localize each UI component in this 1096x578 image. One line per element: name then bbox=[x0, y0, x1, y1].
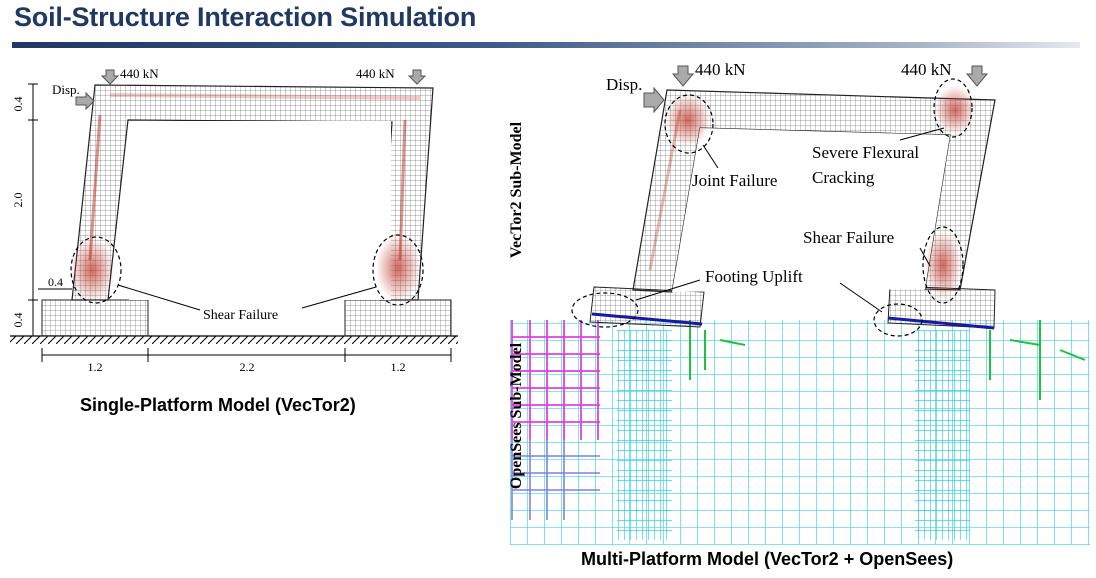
right-load-label: 440 kN bbox=[356, 66, 395, 81]
dim-label-inner: 0.4 bbox=[48, 275, 63, 289]
left-shear-ellipse bbox=[70, 236, 122, 304]
left-frame-opening bbox=[129, 121, 391, 300]
right-footing bbox=[344, 299, 452, 337]
right-fig-disp-label: Disp. bbox=[606, 75, 642, 94]
flexural-ellipse bbox=[933, 78, 973, 138]
right-column-crack bbox=[398, 119, 407, 261]
left-load-label: 440 kN bbox=[120, 66, 159, 81]
left-load-arrow bbox=[100, 69, 120, 85]
right-load-arrow bbox=[407, 69, 427, 85]
right-fig-right-load-arrow bbox=[965, 65, 989, 87]
soil-violet-grid bbox=[511, 440, 600, 520]
shear-leader bbox=[919, 247, 931, 267]
dim-label-v1: 0.4 bbox=[11, 97, 25, 112]
right-interface-nodes bbox=[887, 316, 995, 330]
title-underline bbox=[12, 42, 1080, 48]
left-interface-nodes bbox=[591, 312, 703, 326]
right-shear-ellipse bbox=[372, 234, 424, 306]
shear-failure-label: Shear Failure bbox=[803, 228, 894, 247]
dim-label-h2: 2.2 bbox=[240, 360, 255, 374]
soil-green-lines bbox=[689, 320, 1086, 400]
dim-label-v3: 0.4 bbox=[11, 313, 25, 328]
right-fig-right-load-label: 440 kN bbox=[901, 60, 952, 79]
vector2-submodel-label: VecTor2 Sub-Model bbox=[508, 121, 525, 258]
flexural-leader bbox=[899, 127, 945, 141]
uplift-ellipse-left bbox=[571, 292, 639, 328]
footing-uplift-label: Footing Uplift bbox=[705, 267, 803, 286]
left-shear-label: Shear Failure bbox=[203, 308, 278, 323]
beam-crack bbox=[109, 93, 421, 100]
left-disp-label: Disp. bbox=[52, 82, 80, 97]
opensees-submodel-label: OpenSees Sub-Model bbox=[508, 342, 525, 489]
flexural-label-1: Severe Flexural bbox=[812, 143, 919, 162]
disp-arrow bbox=[75, 91, 95, 111]
uplift-leader-left bbox=[635, 279, 701, 301]
right-figure-caption: Multi-Platform Model (VecTor2 + OpenSees… bbox=[581, 549, 954, 569]
joint-crack-zone bbox=[666, 94, 710, 146]
right-fig-left-load-arrow bbox=[671, 65, 695, 87]
shear-ellipse bbox=[922, 226, 964, 304]
right-crack-zone bbox=[376, 234, 420, 302]
joint-ellipse bbox=[664, 94, 714, 154]
dim-label-v2: 2.0 bbox=[11, 193, 25, 208]
right-shear-leader bbox=[301, 286, 377, 309]
slide-title: Soil-Structure Interaction Simulation bbox=[14, 2, 477, 32]
left-footing bbox=[41, 299, 149, 337]
soil-dense-right bbox=[915, 330, 970, 540]
right-fig-disp-arrow bbox=[643, 86, 665, 114]
left-column-crack bbox=[88, 114, 102, 261]
flexural-crack-zone bbox=[935, 86, 975, 134]
dim-label-h1: 1.2 bbox=[88, 360, 103, 374]
ground-hatch bbox=[10, 336, 458, 344]
soil-dense-left bbox=[617, 330, 672, 540]
uplift-leader-right bbox=[839, 282, 883, 313]
right-figure: Joint Failure Severe Flexural Cracking S… bbox=[508, 60, 1090, 545]
soil-magenta-grid bbox=[511, 320, 600, 440]
right-fig-left-column-crack bbox=[648, 109, 682, 271]
soil-mesh bbox=[510, 320, 1090, 545]
left-figure-caption: Single-Platform Model (VecTor2) bbox=[80, 395, 356, 415]
left-crack-zone bbox=[70, 238, 114, 302]
shear-crack-zone bbox=[925, 231, 961, 299]
right-fig-left-load-label: 440 kN bbox=[695, 60, 746, 79]
left-shear-leader bbox=[117, 284, 201, 311]
uplift-ellipse-right bbox=[873, 303, 923, 337]
joint-leader bbox=[702, 144, 719, 169]
joint-failure-label: Joint Failure bbox=[692, 171, 777, 190]
left-figure: Shear Failure 440 kN 440 kN Disp. 0.4 2.… bbox=[10, 66, 458, 374]
dim-label-h3: 1.2 bbox=[391, 360, 406, 374]
right-fig-frame-opening bbox=[672, 128, 950, 292]
flexural-label-2: Cracking bbox=[812, 168, 875, 187]
